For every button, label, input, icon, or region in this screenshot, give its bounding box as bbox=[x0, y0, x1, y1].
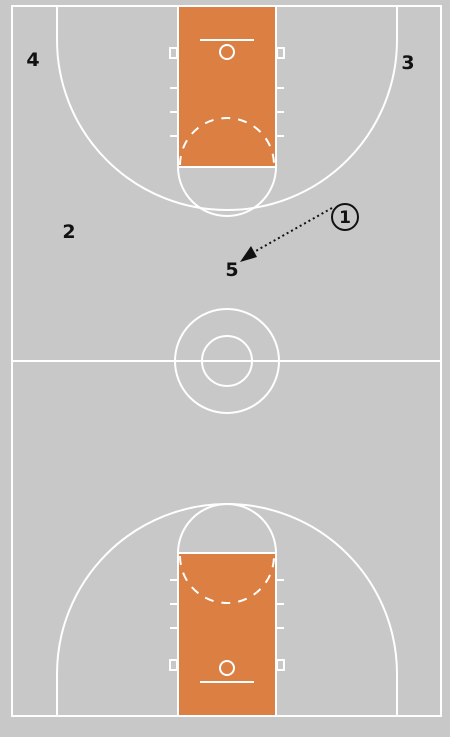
top-paint bbox=[177, 5, 277, 168]
bottom-half-court bbox=[56, 503, 398, 717]
top-half-court bbox=[56, 5, 398, 217]
top-rim bbox=[219, 44, 235, 60]
bottom-paint bbox=[177, 552, 277, 717]
bottom-free-throw-circle-upper bbox=[177, 503, 277, 554]
player-5-label: 5 bbox=[225, 259, 238, 281]
player-2-label: 2 bbox=[62, 221, 75, 243]
center-circle-inner bbox=[201, 335, 253, 387]
bottom-block-left bbox=[169, 659, 178, 671]
player-1-marker: 1 bbox=[331, 203, 359, 231]
bottom-rim bbox=[219, 660, 235, 676]
player-3-label: 3 bbox=[401, 52, 414, 74]
center-circle-outer bbox=[174, 308, 280, 414]
top-block-left bbox=[169, 47, 178, 59]
top-three-point-line bbox=[56, 6, 398, 211]
player-1-label: 1 bbox=[339, 208, 351, 228]
bottom-free-throw-circle-lower-dashed bbox=[179, 555, 275, 604]
top-block-right bbox=[276, 47, 285, 59]
player-4-label: 4 bbox=[26, 49, 39, 71]
top-free-throw-circle-lower bbox=[177, 166, 277, 217]
pass-arrowhead bbox=[240, 246, 257, 262]
bottom-block-right bbox=[276, 659, 285, 671]
player-1-circle bbox=[331, 203, 359, 231]
top-free-throw-circle-upper-dashed bbox=[179, 117, 275, 166]
court-boundary bbox=[11, 5, 442, 717]
pass-arrow bbox=[240, 207, 333, 262]
